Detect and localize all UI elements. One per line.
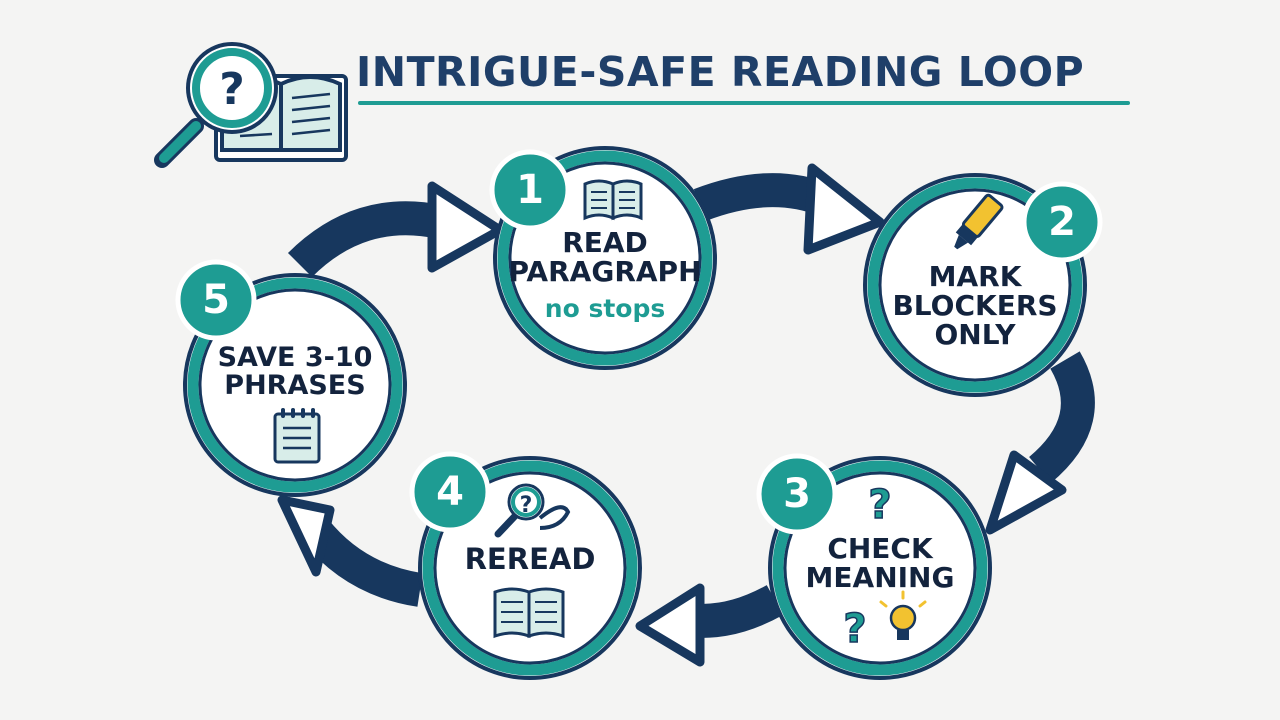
arrow-step5-to-step1 (287, 181, 505, 278)
step-3-label: CHECK MEANING (780, 534, 980, 592)
step-3-line2: MEANING (805, 561, 955, 595)
page-title: INTRIGUE-SAFE READING LOOP (356, 48, 1085, 96)
step-2-line3: ONLY (934, 318, 1016, 352)
arrow-step3-to-step4 (635, 583, 784, 667)
step-3-circle: ? ? (756, 453, 992, 680)
step-4-line1: REREAD (464, 542, 596, 576)
step-1-number: 1 (516, 167, 544, 213)
step-4-number: 4 (436, 469, 464, 515)
step-5-number: 5 (202, 277, 230, 323)
title-underline (358, 101, 1130, 105)
svg-text:?: ? (843, 606, 866, 652)
step-5-line1: SAVE 3-10 (217, 342, 373, 373)
title-magnifier-book-icon: ? (154, 42, 348, 168)
question-lightbulb-icon: ? ? (843, 481, 927, 653)
step-4-circle: ? (409, 451, 642, 680)
step-2-label: MARK BLOCKERS ONLY (875, 262, 1075, 349)
step-2-badge (1021, 181, 1103, 263)
step-4-badge (409, 451, 491, 533)
step-5-label: SAVE 3-10 PHRASES (195, 342, 395, 402)
loop-arrows (277, 163, 1095, 667)
step-1-label: READ PARAGRAPH (505, 228, 705, 286)
notepad-icon (273, 408, 321, 464)
arrow-step4-to-step5 (277, 495, 423, 607)
step-1-sub: no stops (544, 294, 666, 323)
svg-text:?: ? (520, 493, 533, 518)
open-book-icon (583, 179, 643, 221)
step-3-badge (756, 453, 838, 535)
arrow-step1-to-step2 (693, 163, 885, 255)
step-1-badge (489, 149, 571, 231)
step-1-circle (489, 146, 717, 370)
step-1-line1: READ (562, 226, 648, 259)
arrow-step2-to-step3 (985, 351, 1095, 535)
step-4-label: REREAD (430, 544, 630, 574)
step-3-number: 3 (783, 471, 811, 517)
step-1-line2: PARAGRAPH (508, 255, 702, 289)
step-3-line1: CHECK (827, 532, 933, 565)
svg-text:?: ? (868, 482, 891, 528)
step-2-line2: BLOCKERS (892, 289, 1058, 323)
highlighter-icon (954, 193, 1004, 250)
step-2-circle (863, 173, 1103, 397)
magnifier-book-icon: ? (493, 483, 571, 639)
step-5-line2: PHRASES (224, 370, 366, 402)
step-5-badge (175, 259, 257, 341)
svg-text:?: ? (219, 64, 245, 115)
step-2-number: 2 (1048, 199, 1076, 245)
step-2-line1: MARK (928, 260, 1022, 293)
step-5-circle (175, 259, 407, 497)
